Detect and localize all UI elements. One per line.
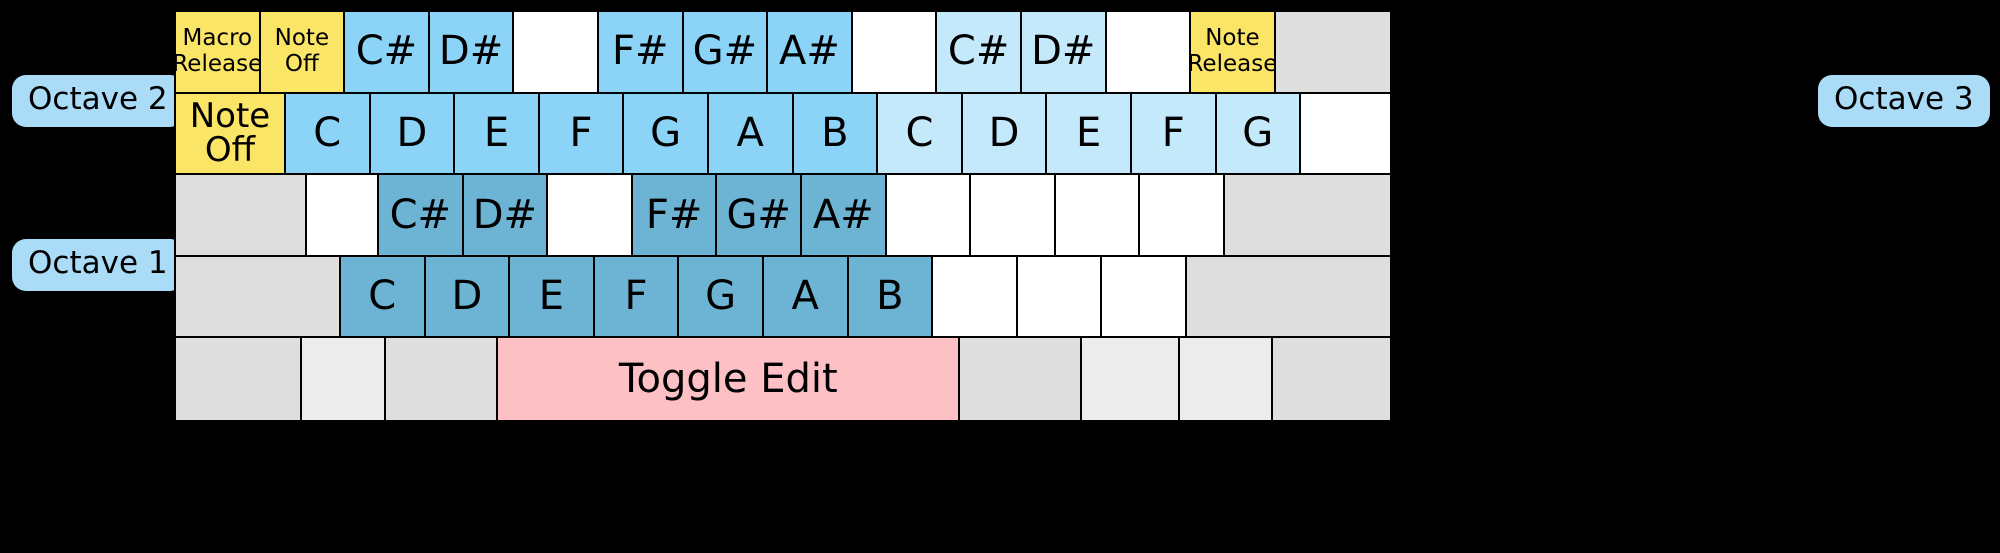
key-e-r1c10[interactable]: E	[1047, 93, 1132, 176]
key-toggle-edit-r4c3[interactable]: Toggle Edit	[498, 338, 961, 420]
key-d-sharp-r0c10[interactable]: D#	[1021, 12, 1107, 94]
octave-1-label: Octave 1	[12, 239, 184, 291]
key-f-sharp-r0c5[interactable]: F#	[598, 12, 684, 94]
key-c-r3c1[interactable]: C	[340, 256, 426, 339]
key-blank-r4c4	[960, 338, 1082, 420]
key-f-r1c11[interactable]: F	[1131, 93, 1217, 176]
key-blank-r0c13	[1275, 12, 1390, 94]
key-blank-r2c0	[176, 175, 308, 257]
key-c-r1c1[interactable]: C	[285, 93, 371, 176]
key-blank-r4c6	[1179, 338, 1274, 420]
key-e-r3c3[interactable]: E	[510, 256, 595, 339]
octave-3-label: Octave 3	[1818, 75, 1990, 127]
key-e-r1c3[interactable]: E	[455, 93, 540, 176]
key-a-r3c6[interactable]: A	[763, 256, 849, 339]
key-g-r1c12[interactable]: G	[1216, 93, 1302, 176]
key-blank-r4c1	[302, 338, 387, 420]
key-a-sharp-r0c7[interactable]: A#	[768, 12, 853, 94]
key-g-r3c5[interactable]: G	[679, 256, 764, 339]
key-blank-r3c0	[176, 256, 341, 339]
key-f-r1c4[interactable]: F	[539, 93, 625, 176]
key-g-r1c5[interactable]: G	[624, 93, 709, 176]
key-macro-release-r0c0[interactable]: Macro Release	[176, 12, 261, 94]
key-f-r3c4[interactable]: F	[594, 256, 680, 339]
key-blank-r2c9	[971, 175, 1056, 257]
key-blank-r0c8	[852, 12, 938, 94]
key-blank-r4c5	[1081, 338, 1180, 420]
key-note-off-r1c0[interactable]: Note Off	[176, 93, 286, 176]
key-d-r1c9[interactable]: D	[962, 93, 1048, 176]
key-blank-r2c11	[1140, 175, 1225, 257]
key-blank-r2c1	[307, 175, 380, 257]
key-blank-r4c7	[1273, 338, 1390, 420]
key-blank-r4c2	[386, 338, 499, 420]
key-blank-r3c9	[1017, 256, 1103, 339]
key-blank-r3c11	[1186, 256, 1390, 339]
key-blank-r2c8	[886, 175, 972, 257]
key-blank-r2c4	[548, 175, 633, 257]
key-blank-r4c0	[176, 338, 303, 420]
key-a-r1c6[interactable]: A	[708, 93, 794, 176]
key-d-sharp-r0c3[interactable]: D#	[429, 12, 515, 94]
keyboard-row-asdf-row: C#D# F#G#A#	[176, 175, 1390, 257]
key-b-r3c7[interactable]: B	[848, 256, 934, 339]
key-c-sharp-r0c2[interactable]: C#	[345, 12, 430, 94]
key-blank-r3c8	[933, 256, 1018, 339]
key-a-sharp-r2c7[interactable]: A#	[802, 175, 887, 257]
key-b-r1c7[interactable]: B	[793, 93, 879, 176]
octave-2-label: Octave 2	[12, 75, 184, 127]
key-blank-r2c12	[1224, 175, 1390, 257]
key-f-sharp-r2c5[interactable]: F#	[632, 175, 718, 257]
key-c-sharp-r2c2[interactable]: C#	[379, 175, 464, 257]
key-d-r1c2[interactable]: D	[370, 93, 456, 176]
key-c-r1c8[interactable]: C	[878, 93, 963, 176]
key-blank-r0c11	[1106, 12, 1192, 94]
key-note-off-r0c1[interactable]: Note Off	[260, 12, 346, 94]
key-blank-r1c13	[1301, 93, 1390, 176]
key-blank-r2c10	[1055, 175, 1141, 257]
keyboard-row-bottom-row: Toggle Edit	[176, 338, 1390, 420]
key-note-release-r0c12[interactable]: Note Release	[1191, 12, 1276, 94]
key-g-sharp-r2c6[interactable]: G#	[717, 175, 802, 257]
key-c-sharp-r0c9[interactable]: C#	[937, 12, 1022, 94]
key-blank-r0c4	[514, 12, 599, 94]
key-d-r3c2[interactable]: D	[425, 256, 511, 339]
key-g-sharp-r0c6[interactable]: G#	[683, 12, 769, 94]
key-blank-r3c10	[1102, 256, 1187, 339]
key-d-sharp-r2c3[interactable]: D#	[463, 175, 549, 257]
